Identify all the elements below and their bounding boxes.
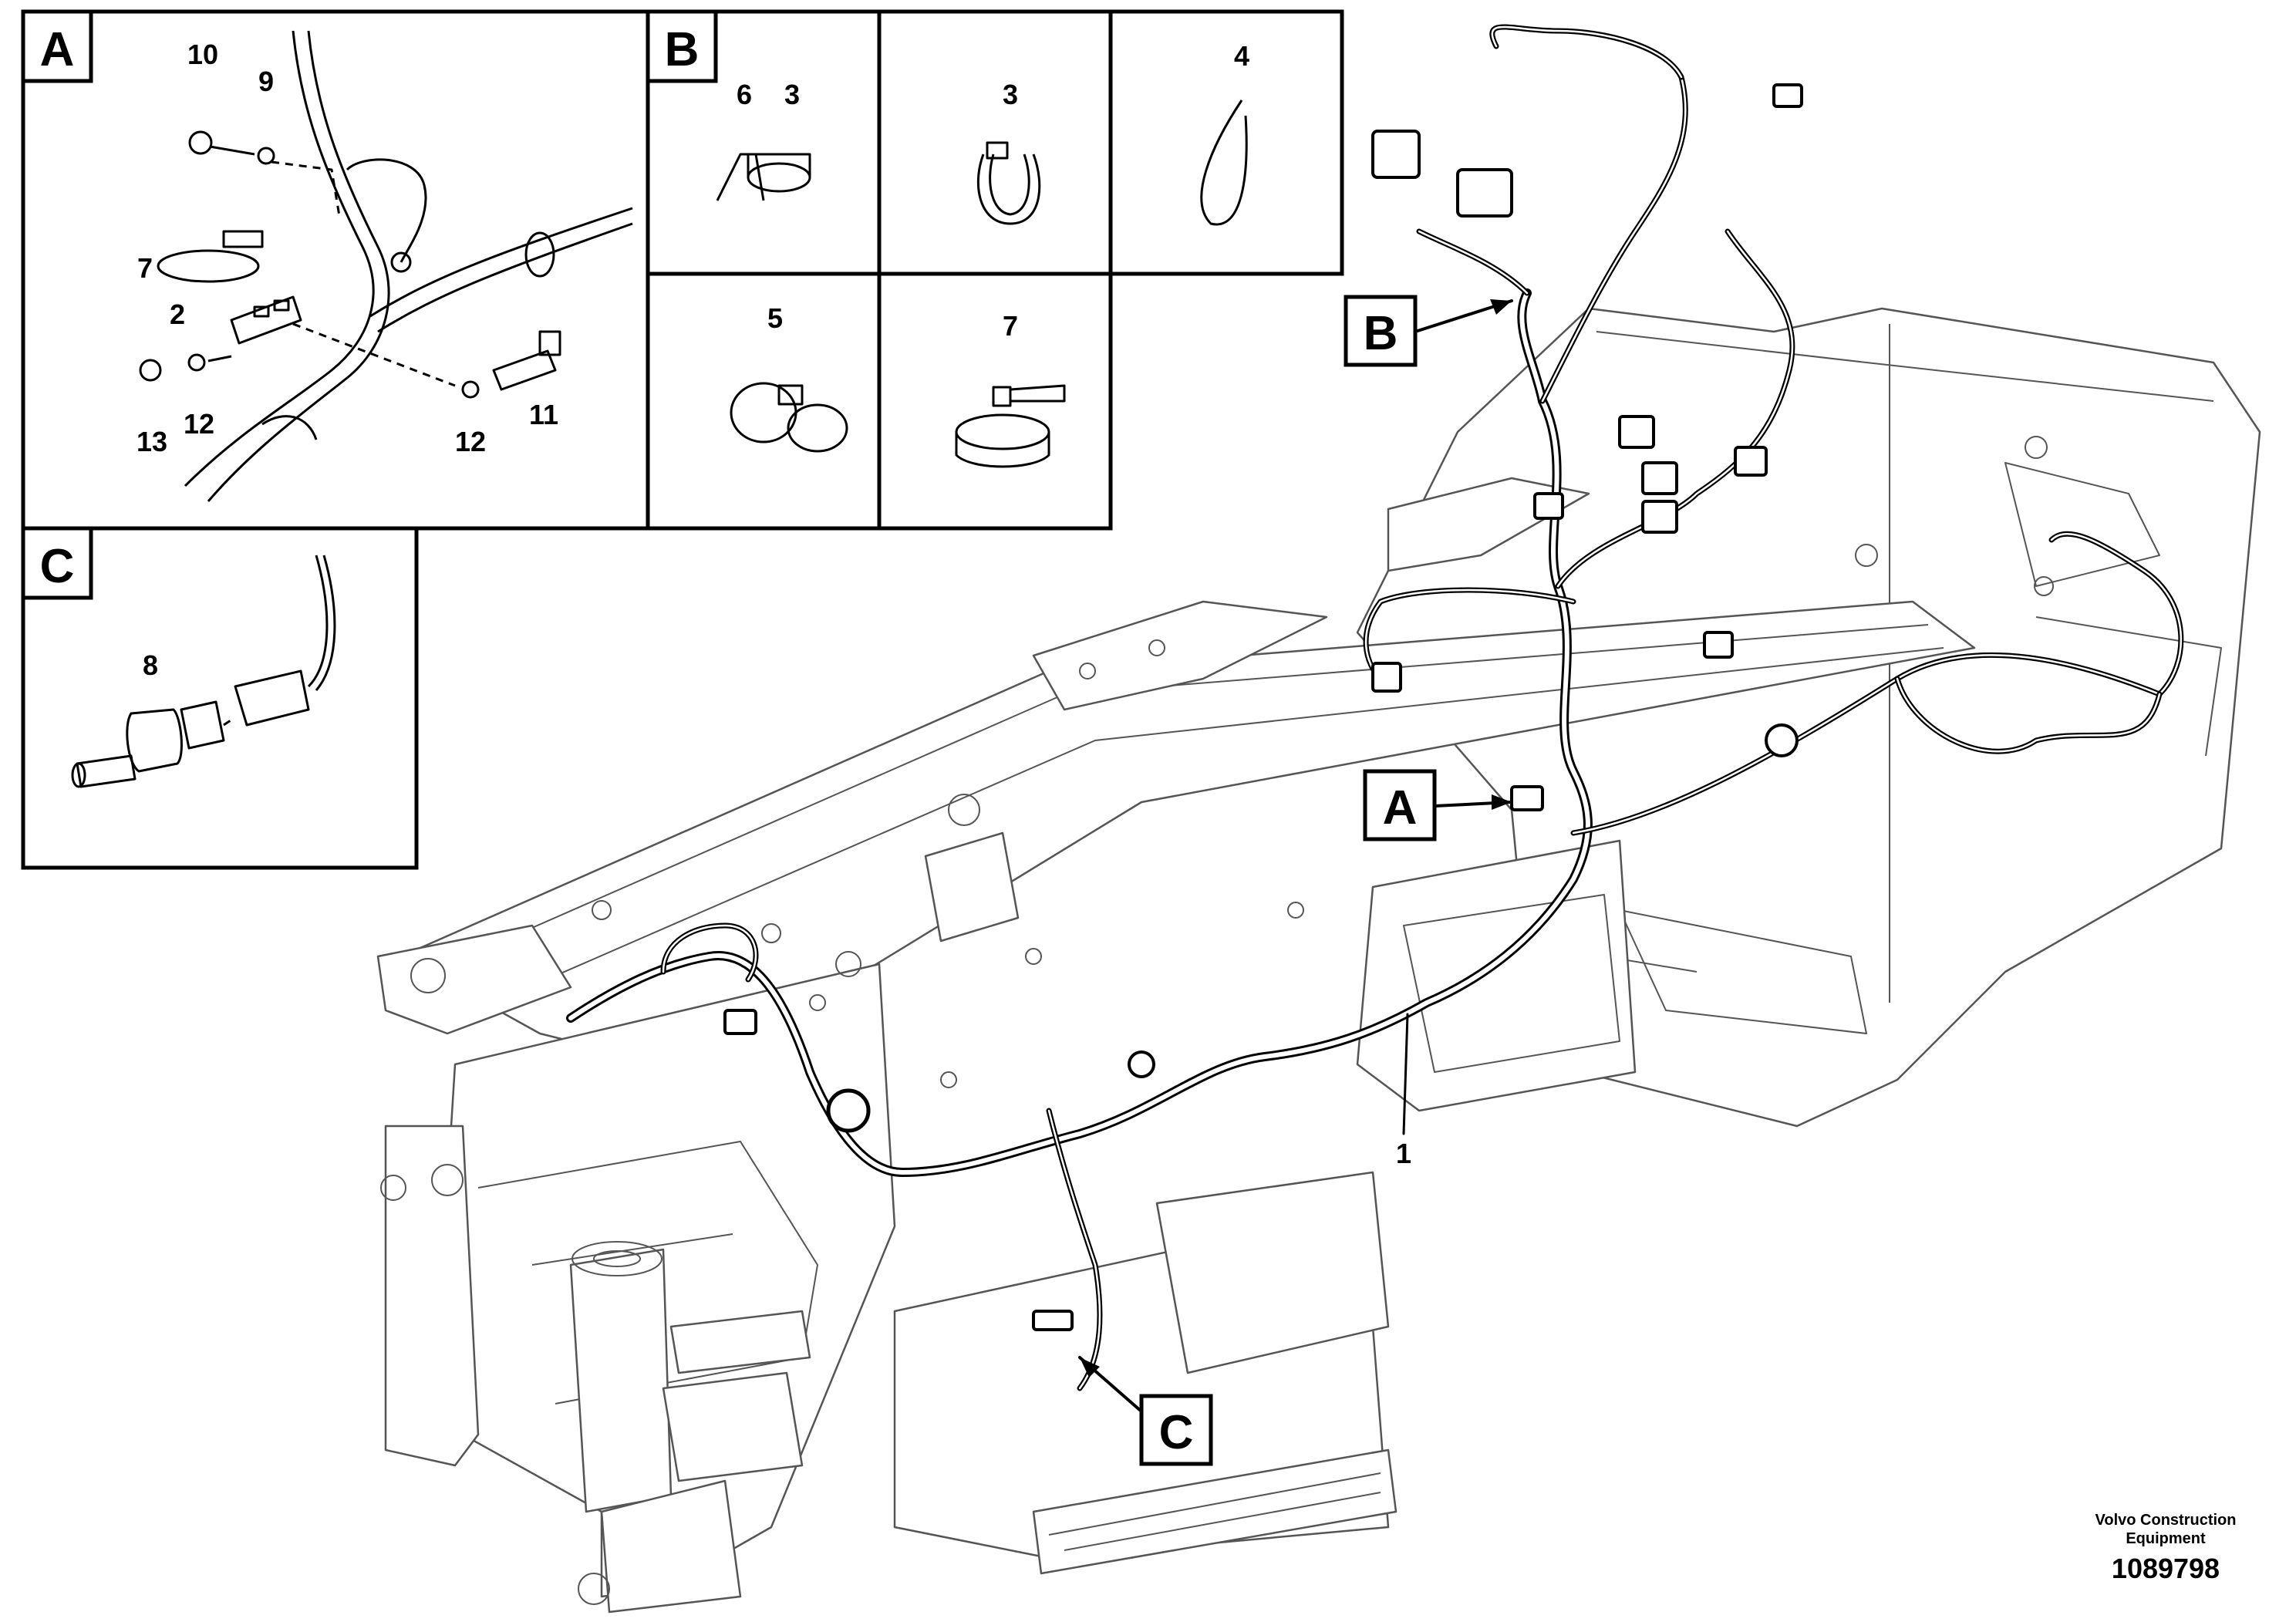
inset-b-callout-3b: 3 xyxy=(1003,79,1018,110)
inset-b-callout-5: 5 xyxy=(767,302,783,334)
pointer-c-letter: C xyxy=(1159,1406,1194,1459)
inset-b-cell-5: 7 xyxy=(955,310,1066,468)
pointer-c: C xyxy=(1078,1356,1213,1466)
inset-b-callout-6: 6 xyxy=(737,79,752,110)
company-name-line2: Equipment xyxy=(2126,1530,2206,1547)
inset-b-callout-4: 4 xyxy=(1234,40,1249,72)
inset-c: C 8 xyxy=(21,526,419,870)
company-name-line1: Volvo Construction xyxy=(2095,1512,2237,1529)
pointer-a-letter: A xyxy=(1383,781,1418,835)
harness-callout-number: 1 xyxy=(1396,1138,1411,1169)
inset-c-drawing xyxy=(71,555,336,788)
inset-a-callout-10: 10 xyxy=(187,39,218,70)
inset-b-cell-4: 5 xyxy=(730,302,848,453)
harness-callout-1: 1 xyxy=(1396,1013,1411,1169)
machine-frame xyxy=(376,307,2261,1614)
harness-connectors xyxy=(723,83,1803,1331)
inset-a-drawing xyxy=(139,30,633,502)
inset-c-letter: C xyxy=(40,540,75,593)
inset-b-cell-3: 4 xyxy=(1200,40,1249,226)
wiring-harness xyxy=(566,24,2184,1391)
inset-a-letter: A xyxy=(40,23,75,76)
inset-a-callout-9: 9 xyxy=(258,66,274,97)
inset-a-callout-2: 2 xyxy=(170,298,185,330)
inset-b-callout-3: 3 xyxy=(784,79,800,110)
footer: Volvo Construction Equipment 1089798 xyxy=(2095,1512,2237,1584)
drawing-number: 1089798 xyxy=(2112,1553,2220,1584)
inset-b: B 6 3 3 4 5 7 xyxy=(646,9,1344,531)
inset-b-letter: B xyxy=(665,23,700,76)
inset-a-callout-11: 11 xyxy=(529,399,558,430)
inset-b-callout-7: 7 xyxy=(1003,310,1018,342)
inset-a-callout-12-right: 12 xyxy=(455,426,486,457)
pointer-b: B xyxy=(1344,295,1513,367)
inset-a-callout-7: 7 xyxy=(137,252,153,284)
inset-a: A 10 9 7 xyxy=(21,9,650,531)
inset-a-callout-13: 13 xyxy=(137,426,167,457)
pointer-a: A xyxy=(1363,769,1513,841)
inset-b-cell-1: 6 3 xyxy=(716,79,811,201)
inset-c-callout-8: 8 xyxy=(143,649,158,681)
inset-b-cell-2: 3 xyxy=(977,79,1041,225)
inset-a-callout-12: 12 xyxy=(184,408,214,440)
pointer-b-letter: B xyxy=(1364,307,1398,360)
frame-bolts xyxy=(380,436,2054,1201)
